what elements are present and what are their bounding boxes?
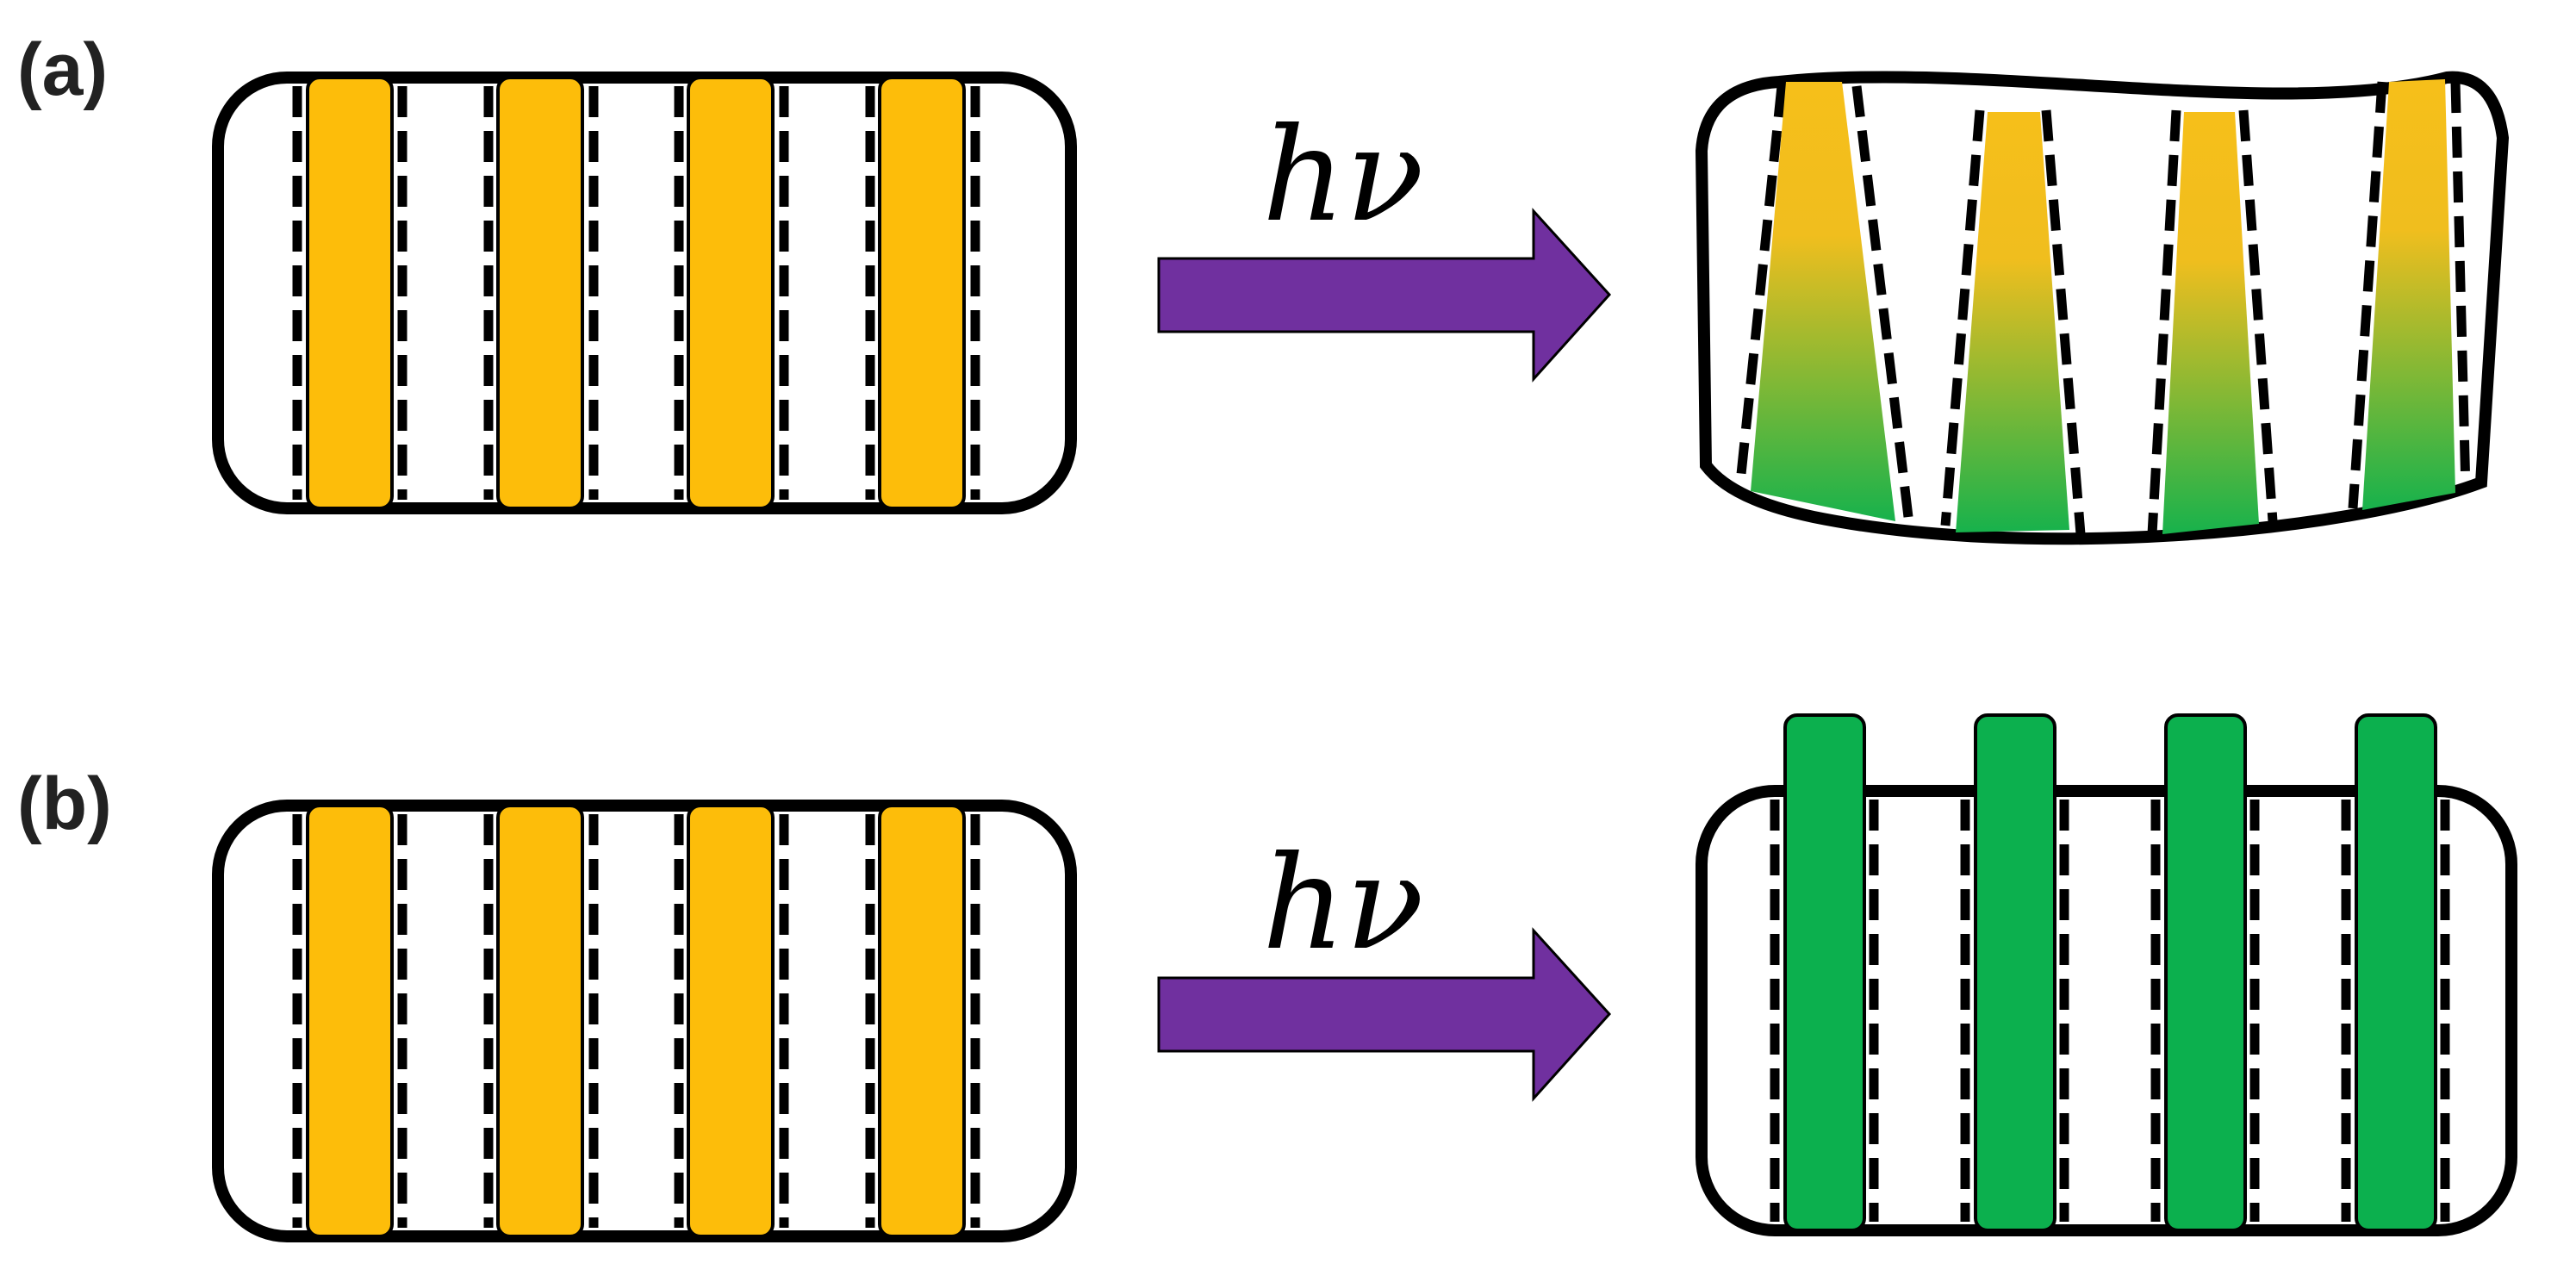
arrow-shape <box>1157 927 1612 1102</box>
rod <box>496 804 584 1238</box>
container-outline <box>212 72 1077 514</box>
rod <box>687 76 775 510</box>
rod <box>2164 713 2247 1232</box>
bent-rods <box>1751 79 2455 534</box>
rod <box>1974 713 2056 1232</box>
hv-label-b: hν <box>1262 829 1424 979</box>
hv-label-a: hν <box>1262 101 1424 251</box>
initial-state-b <box>212 800 1077 1242</box>
bent-rod <box>1956 112 2069 532</box>
membrane-lines <box>292 86 980 500</box>
rods <box>306 804 966 1238</box>
light-arrow-b: hν <box>1157 829 1612 1102</box>
rods <box>306 76 966 510</box>
bent-state-a <box>1695 71 2510 545</box>
membrane-lines <box>292 814 980 1228</box>
bent-rod <box>1751 82 1895 521</box>
bent-container-outline <box>1695 71 2510 545</box>
light-arrow-a: hν <box>1157 101 1612 383</box>
protruding-rods <box>1783 713 2437 1232</box>
bent-rod <box>2362 79 2455 510</box>
panel-b: (b) hν <box>17 713 2517 1242</box>
bent-membrane-lines <box>1735 81 2471 535</box>
membrane-lines <box>1770 800 2450 1222</box>
rod <box>878 804 966 1238</box>
rod <box>687 804 775 1238</box>
rod <box>878 76 966 510</box>
rod <box>1783 713 1866 1232</box>
final-state-b <box>1696 713 2517 1236</box>
container-outline <box>212 800 1077 1242</box>
rod <box>306 76 394 510</box>
rod <box>2355 713 2437 1232</box>
bent-rod <box>2162 112 2259 534</box>
panel-label-a: (a) <box>17 28 108 111</box>
panel-label-b: (b) <box>17 762 112 845</box>
rod <box>306 804 394 1238</box>
rod <box>496 76 584 510</box>
initial-state-a <box>212 72 1077 514</box>
panel-a: (a) hν <box>17 28 2510 545</box>
container-outline <box>1696 785 2517 1236</box>
arrow-shape <box>1157 208 1612 383</box>
